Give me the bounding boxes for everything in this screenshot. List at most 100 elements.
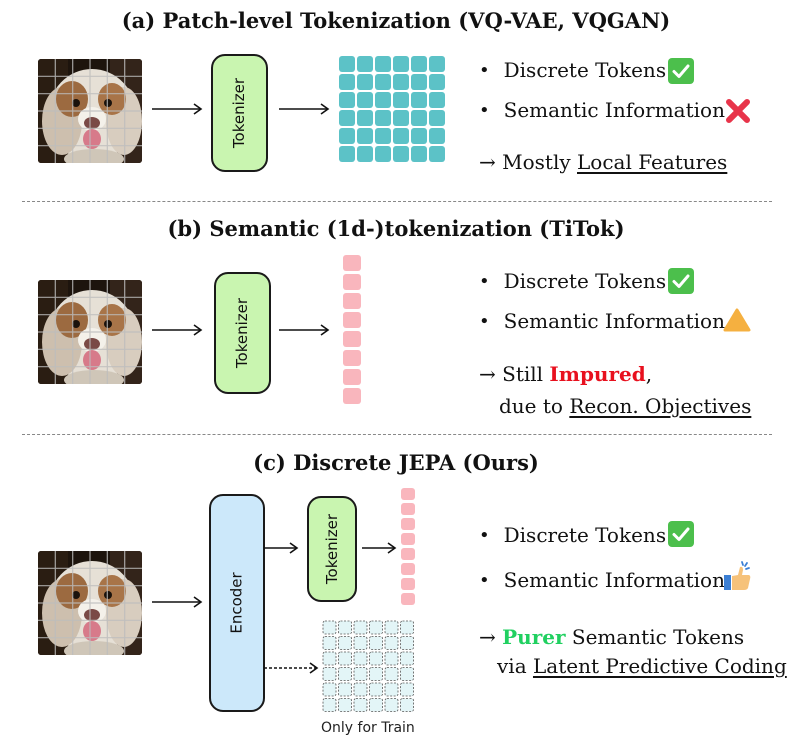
patch-token [429, 146, 445, 162]
conclusion-line2-prefix: via [497, 654, 527, 678]
check-icon [668, 268, 694, 294]
semantic-token [401, 533, 415, 545]
patch-token [357, 128, 373, 144]
patch-token [411, 56, 427, 72]
patch-token [411, 128, 427, 144]
latent-token [400, 651, 414, 666]
latent-token [369, 651, 383, 666]
latent-token [322, 667, 337, 681]
semantic-token [343, 369, 361, 385]
latent-token [322, 698, 337, 712]
patch-token [393, 110, 409, 126]
conclusion-line2-prefix: due to [499, 394, 563, 418]
tokenizer-box: Tokenizer [211, 54, 268, 172]
divider [22, 201, 772, 202]
latent-token [369, 698, 383, 712]
section-a-title: (a) Patch-level Tokenization (VQ-VAE, VQ… [121, 8, 671, 33]
semantic-token [401, 593, 415, 605]
bullet-discrete-tokens: •Discrete Tokens [479, 58, 667, 82]
latent-token [353, 682, 368, 697]
patch-token [411, 110, 427, 126]
latent-token [384, 636, 399, 650]
patch-token [393, 92, 409, 108]
patch-token [411, 92, 427, 108]
tokenizer-box: Tokenizer [307, 496, 357, 602]
bullet-label: Semantic Information [503, 568, 725, 592]
section-b-title: (b) Semantic (1d-)tokenization (TiTok) [167, 216, 625, 241]
latent-token [353, 636, 368, 650]
latent-token [353, 620, 368, 635]
patch-token [429, 56, 445, 72]
arrow-icon [152, 103, 203, 115]
conclusion-prefix: Mostly [502, 150, 571, 174]
arrow-icon [152, 324, 203, 336]
arrow-icon [264, 542, 299, 554]
latent-token [353, 698, 368, 712]
bullet-label: Semantic Information [503, 309, 725, 333]
latent-token [400, 682, 414, 697]
patch-token [429, 128, 445, 144]
patch-token-grid [339, 56, 447, 164]
tokenizer-label: Tokenizer [323, 513, 341, 585]
latent-token [400, 667, 414, 681]
patch-token [375, 110, 391, 126]
divider [22, 434, 772, 435]
patch-token [357, 92, 373, 108]
latent-token [322, 636, 337, 650]
only-for-train-caption: Only for Train [321, 720, 415, 736]
latent-token [338, 682, 352, 697]
patch-token [357, 56, 373, 72]
conclusion-c-line2: via Latent Predictive Coding [497, 654, 787, 678]
bullet-label: Discrete Tokens [503, 523, 667, 547]
latent-token [369, 667, 383, 681]
conclusion-arrow: → [479, 150, 496, 174]
semantic-token [401, 548, 415, 560]
conclusion-b-line1: → Still Impured, [479, 362, 652, 386]
latent-token [322, 682, 337, 697]
patch-token [411, 74, 427, 90]
cross-icon [726, 99, 750, 123]
semantic-token [401, 563, 415, 575]
thumbs-up-icon [724, 561, 751, 590]
semantic-token [343, 255, 361, 271]
semantic-token [343, 331, 361, 347]
latent-token [369, 620, 383, 635]
encoder-label: Encoder [228, 572, 247, 634]
latent-token [384, 682, 399, 697]
semantic-token [401, 488, 415, 500]
latent-token [338, 620, 352, 635]
semantic-token [401, 503, 415, 515]
latent-token [338, 698, 352, 712]
latent-token [384, 651, 399, 666]
latent-token [384, 620, 399, 635]
patch-token [339, 110, 355, 126]
latent-token [353, 667, 368, 681]
latent-token [369, 682, 383, 697]
bullet-discrete-tokens: •Discrete Tokens [479, 269, 667, 293]
latent-token [369, 636, 383, 650]
semantic-token [343, 312, 361, 328]
latent-token [400, 698, 414, 712]
conclusion-b-line2: due to Recon. Objectives [499, 394, 751, 418]
bullet-label: Semantic Information [503, 98, 725, 122]
conclusion-emphasis: Impured [549, 362, 646, 386]
latent-token [322, 651, 337, 666]
patch-token [357, 146, 373, 162]
conclusion-arrow: → [479, 625, 496, 649]
conclusion-arrow: → [479, 362, 496, 386]
conclusion-suffix: Semantic Tokens [571, 625, 745, 649]
patch-token [393, 74, 409, 90]
patch-token [429, 110, 445, 126]
tokenizer-box: Tokenizer [214, 272, 271, 394]
semantic-token [343, 350, 361, 366]
bullet-semantic-information: •Semantic Information [479, 309, 725, 333]
conclusion-line2-emphasis: Recon. Objectives [569, 394, 752, 418]
bullet-semantic-information: •Semantic Information [479, 98, 725, 122]
latent-token [400, 636, 414, 650]
conclusion-emphasis: Local Features [577, 150, 728, 174]
dog-image [38, 59, 142, 163]
latent-token [338, 667, 352, 681]
patch-token [357, 110, 373, 126]
dog-image [38, 280, 142, 384]
patch-token [393, 56, 409, 72]
